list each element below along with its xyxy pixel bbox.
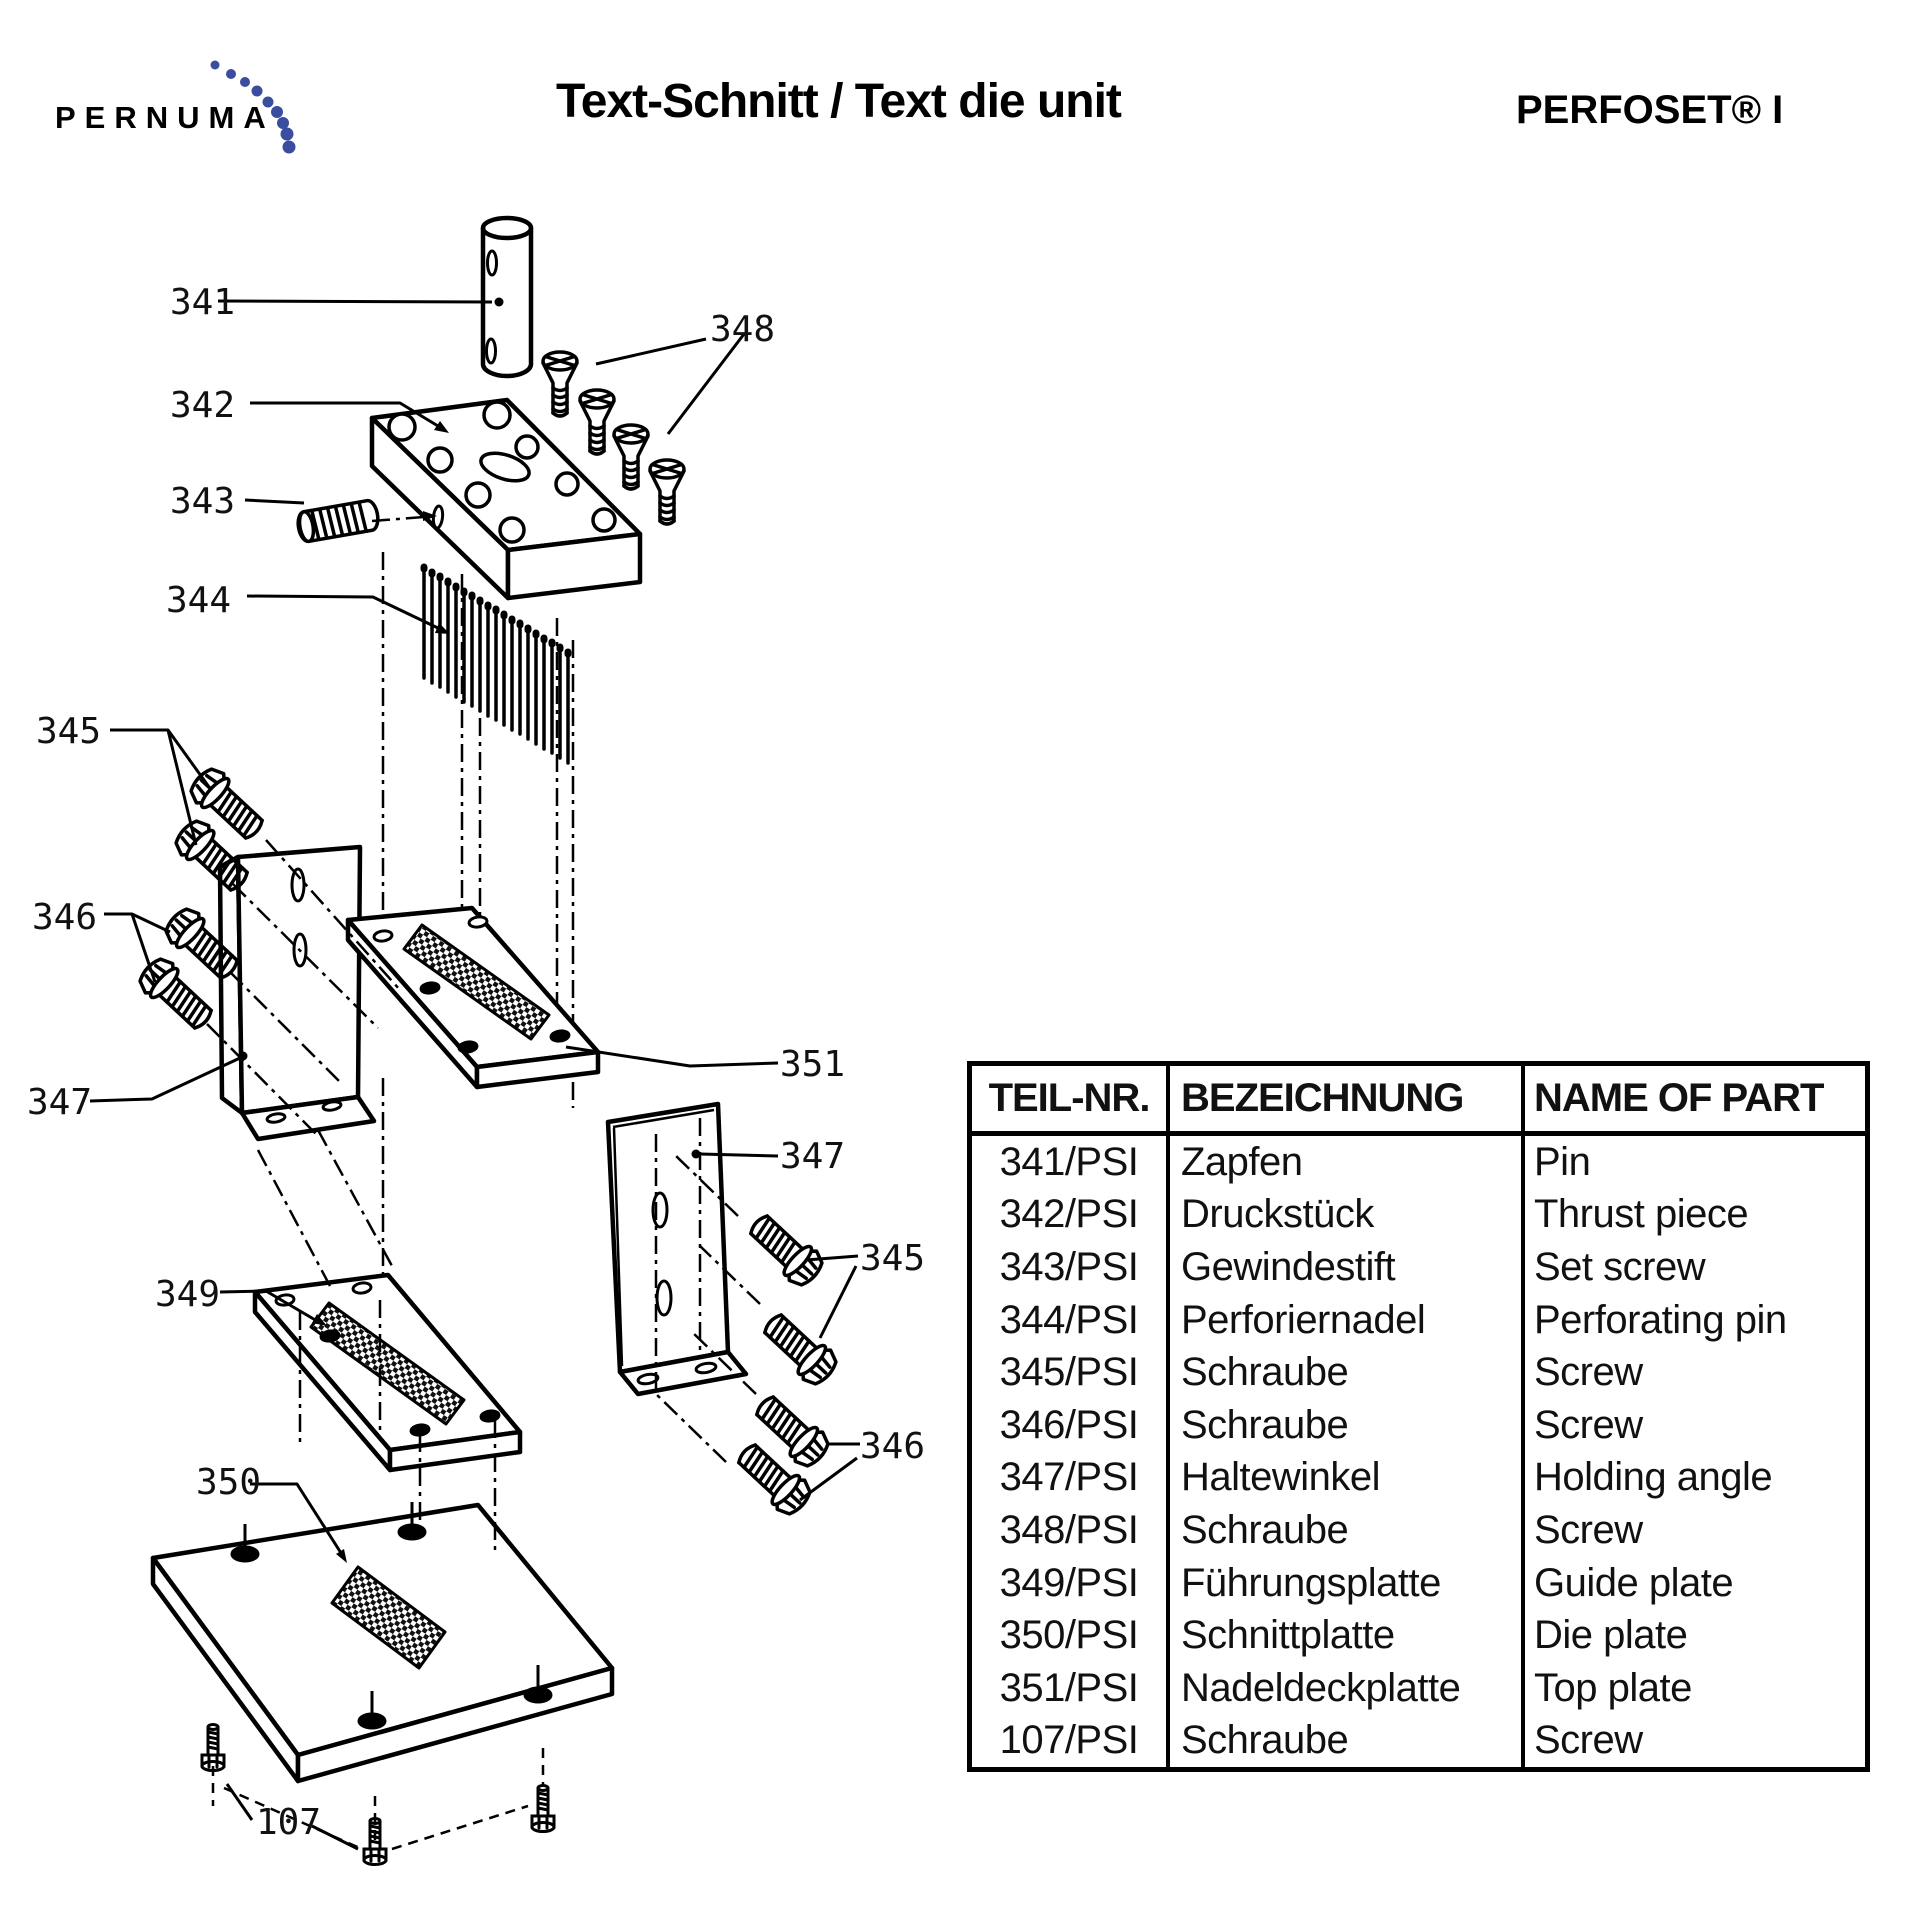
table-cell-de: Führungsplatte: [1166, 1556, 1521, 1610]
top-plate-351-drawing: [345, 905, 601, 1090]
logo-wordmark: PERNUMA: [55, 100, 275, 135]
table-cell-en: Pin: [1521, 1136, 1865, 1189]
screws-346-right-drawing: [729, 1387, 836, 1522]
table-cell-en: Holding angle: [1521, 1451, 1865, 1505]
table-cell-de: Schraube: [1166, 1398, 1521, 1452]
table-cell-de: Haltewinkel: [1166, 1451, 1521, 1505]
table-cell-de: Schraube: [1166, 1504, 1521, 1557]
table-cell-de: Gewindestift: [1166, 1241, 1521, 1294]
callout-348: 348: [710, 309, 775, 350]
table-cell-part-no: 343/PSI: [999, 1244, 1139, 1289]
set-screw-343-drawing: [296, 498, 380, 544]
leader-terminators: [238, 297, 701, 1563]
table-cell-part-no: 342/PSI: [999, 1192, 1139, 1237]
table-cell-part-no: 349/PSI: [999, 1560, 1139, 1605]
callout-351: 351: [780, 1044, 845, 1085]
table-cell-de: Druckstück: [1166, 1188, 1521, 1242]
table-cell-part-no: 351/PSI: [999, 1665, 1139, 1710]
table-cell-part-no: 344/PSI: [999, 1297, 1139, 1342]
screws-345-right-drawing: [741, 1206, 844, 1392]
table-cell-de: Nadeldeckplatte: [1166, 1661, 1521, 1715]
table-cell-en: Set screw: [1521, 1241, 1865, 1294]
table-cell-en: Guide plate: [1521, 1556, 1865, 1610]
callout-350: 350: [196, 1462, 261, 1503]
pin-341-drawing: [480, 215, 534, 379]
table-cell-en: Perforating pin: [1521, 1293, 1865, 1347]
table-cell-part-no: 347/PSI: [999, 1455, 1139, 1500]
callout-343: 343: [170, 481, 235, 522]
die-plate-feet: [230, 1502, 553, 1730]
callout-342: 342: [170, 385, 235, 426]
table-cell-part-no: 341/PSI: [999, 1139, 1139, 1184]
parts-table: TEIL-NR. BEZEICHNUNG NAME OF PART 341/PS…: [967, 1061, 1870, 1773]
product-name: PERFOSET® I: [1516, 88, 1784, 132]
callouts: 341 342 343 344 345 346 347 348 351 347 …: [27, 282, 925, 1843]
table-cell-de: Schnittplatte: [1166, 1609, 1521, 1662]
holding-angle-347-left-drawing: [217, 844, 377, 1142]
table-cell-en: Top plate: [1521, 1661, 1865, 1715]
callout-107: 107: [256, 1802, 321, 1843]
callout-347-left: 347: [27, 1082, 92, 1123]
table-cell-part-no: 345/PSI: [999, 1350, 1139, 1395]
table-cell-part-no: 348/PSI: [999, 1507, 1139, 1552]
page-title: Text-Schnitt / Text die unit: [556, 75, 1122, 128]
table-cell-en: Screw: [1521, 1714, 1865, 1768]
die-plate-350-drawing: [150, 1502, 615, 1784]
table-header-teil-nr: TEIL-NR.: [972, 1066, 1166, 1136]
table-cell-de: Zapfen: [1166, 1136, 1521, 1189]
table-cell-part-no: 350/PSI: [999, 1613, 1139, 1658]
leader-lines: [89, 299, 860, 1851]
table-cell-part-no: 346/PSI: [999, 1402, 1139, 1447]
table-cell-en: Screw: [1521, 1504, 1865, 1557]
table-header-name-of-part: NAME OF PART: [1521, 1066, 1865, 1136]
callout-346-left: 346: [32, 897, 97, 938]
alignment-lines-front: [206, 515, 761, 1550]
callout-345-left: 345: [36, 711, 101, 752]
holding-angle-347-right-drawing: [605, 1101, 749, 1397]
callout-341: 341: [170, 282, 235, 323]
table-cell-de: Perforiernadel: [1166, 1293, 1521, 1347]
callout-344: 344: [166, 580, 231, 621]
callout-346-right: 346: [860, 1426, 925, 1467]
table-header-bezeichnung: BEZEICHNUNG: [1166, 1066, 1521, 1136]
table-cell-en: Die plate: [1521, 1609, 1865, 1662]
set-screw-target-hole: [423, 504, 445, 530]
table-cell-part-no: 107/PSI: [999, 1718, 1139, 1763]
table-cell-en: Screw: [1521, 1398, 1865, 1452]
callout-347-right: 347: [780, 1136, 845, 1177]
guide-plate-349-drawing: [252, 1272, 523, 1473]
callout-349: 349: [155, 1274, 220, 1315]
table-cell-en: Thrust piece: [1521, 1188, 1865, 1242]
callout-345-right: 345: [860, 1238, 925, 1279]
table-cell-en: Screw: [1521, 1346, 1865, 1399]
table-cell-de: Schraube: [1166, 1714, 1521, 1768]
table-cell-de: Schraube: [1166, 1346, 1521, 1399]
